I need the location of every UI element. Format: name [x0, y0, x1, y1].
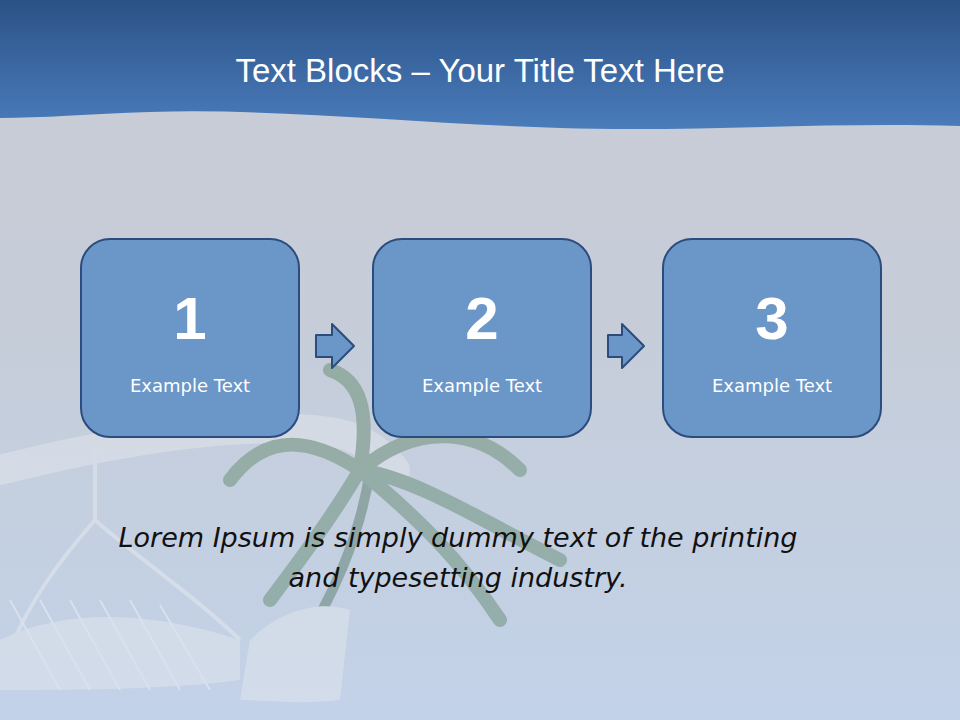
step-box: 2Example Text — [372, 238, 592, 438]
step-number: 2 — [374, 284, 590, 354]
step-box: 1Example Text — [80, 238, 300, 438]
step-box: 3Example Text — [662, 238, 882, 438]
step-number: 3 — [664, 284, 880, 354]
step-label: Example Text — [374, 374, 590, 398]
step-number: 1 — [82, 284, 298, 354]
block-arrow — [316, 324, 354, 368]
caption-text: Lorem Ipsum is simply dummy text of the … — [100, 518, 816, 598]
step-label: Example Text — [664, 374, 880, 398]
block-arrow — [608, 324, 644, 368]
step-label: Example Text — [82, 374, 298, 398]
slide-title: Text Blocks – Your Title Text Here — [0, 52, 960, 90]
